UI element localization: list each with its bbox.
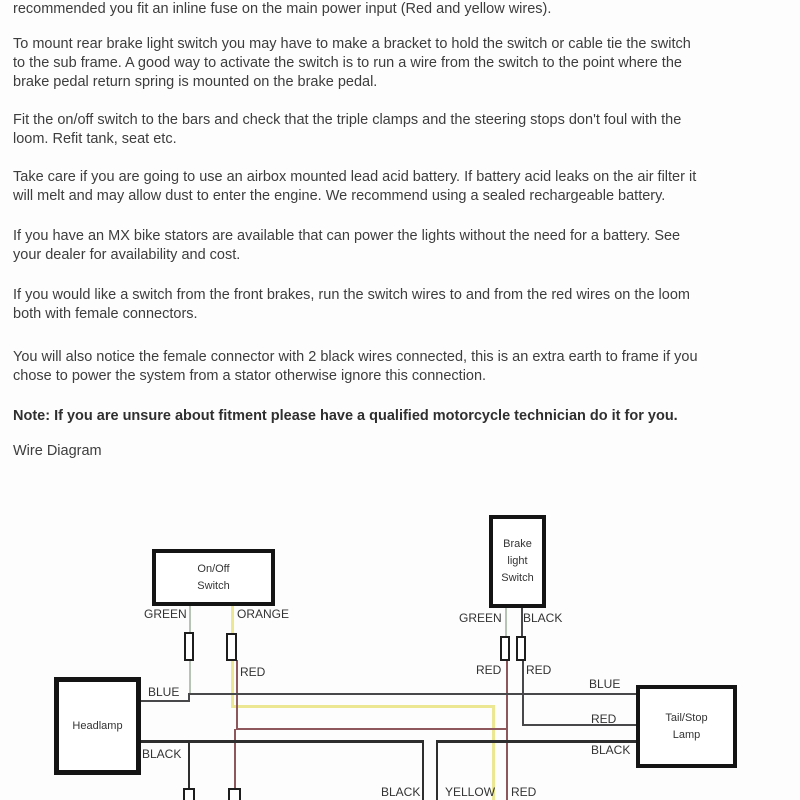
component-label: Lamp — [672, 728, 701, 741]
component-onoff-switch: On/Off Switch — [152, 549, 275, 606]
wire-label-blue-right: BLUE — [589, 677, 621, 691]
text-line: Wire Diagram — [13, 443, 102, 459]
wire-orange-stub — [231, 605, 234, 634]
component-label: Switch — [501, 572, 534, 584]
wire-label-black-brake: BLACK — [523, 611, 563, 625]
wire-red-tail-horizontal — [522, 724, 637, 726]
component-label: Brake — [503, 538, 532, 550]
component-brake-light-switch: Brake light Switch — [489, 515, 546, 608]
component-label: On/Off — [197, 562, 230, 575]
paragraph-front-brake-switch: If you would like a switch from the fron… — [13, 286, 780, 324]
connector-bottom-right — [228, 788, 241, 800]
paragraph-mx-stators: If you have an MX bike stators are avail… — [13, 227, 780, 265]
wire-yellow-vertical-upper — [231, 660, 234, 707]
wire-black-end-drop-left — [422, 741, 424, 800]
text-line: both with female connectors. — [13, 306, 198, 322]
wire-yellow-horizontal — [231, 705, 495, 708]
wire-red-onoff-horizontal — [236, 728, 508, 730]
wire-label-green-brake: GREEN — [459, 611, 502, 625]
text-line: loom. Refit tank, seat etc. — [13, 131, 177, 147]
text-line: Note: If you are unsure about fitment pl… — [13, 408, 678, 424]
wire-green-brake-stub — [505, 608, 507, 636]
text-line: Take care if you are going to use an air… — [13, 169, 697, 185]
text-line: your dealer for availability and cost. — [13, 247, 241, 263]
wire-blue-step — [188, 694, 190, 702]
wire-label-red-bottom: RED — [511, 785, 537, 799]
wire-red-drop-to-connector — [234, 729, 236, 789]
text-line: brake pedal return spring is mounted on … — [13, 74, 378, 90]
wire-label-red-brake-right: RED — [526, 663, 552, 677]
wire-black-earth-drop — [188, 742, 190, 789]
text-line: to the sub frame. A good way to activate… — [13, 55, 682, 71]
text-line: To mount rear brake light switch you may… — [13, 36, 691, 52]
component-headlamp: Headlamp — [54, 677, 141, 775]
wire-label-black-bottom: BLACK — [381, 785, 421, 799]
text-line: If you have an MX bike stators are avail… — [13, 228, 681, 244]
wire-green-onoff-lower — [189, 660, 191, 694]
component-label: Headlamp — [72, 719, 123, 732]
connector-onoff-orange — [226, 633, 237, 661]
wire-label-red-onoff: RED — [240, 665, 266, 679]
paragraph-fuse-note: recommended you fit an inline fuse on th… — [13, 0, 780, 19]
component-label: Switch — [197, 579, 230, 592]
wire-red-tail-vertical — [522, 660, 524, 726]
wire-black-right — [436, 740, 637, 743]
component-label: Tail/Stop — [665, 711, 708, 724]
paragraph-earth-connector: You will also notice the female connecto… — [13, 348, 780, 386]
wire-label-black-right: BLACK — [591, 743, 631, 757]
text-line: Fit the on/off switch to the bars and ch… — [13, 112, 682, 128]
wire-black-brake-stub — [521, 608, 523, 636]
wire-black-end-drop-right — [436, 741, 438, 800]
wire-blue-main — [188, 693, 637, 695]
connector-bottom-left — [183, 788, 195, 800]
component-tail-stop-lamp: Tail/Stop Lamp — [636, 685, 737, 768]
wire-diagram-heading: Wire Diagram — [13, 442, 780, 461]
text-line: recommended you fit an inline fuse on th… — [13, 1, 552, 17]
wire-black-left — [141, 740, 424, 743]
connector-brake-black — [516, 636, 526, 661]
text-line: If you would like a switch from the fron… — [13, 287, 690, 303]
wire-green-onoff-upper — [189, 605, 191, 633]
connector-brake-green — [500, 636, 510, 661]
wire-yellow-drop — [492, 705, 495, 800]
wire-label-yellow-bottom: YELLOW — [445, 785, 496, 799]
wire-label-orange: ORANGE — [237, 607, 290, 621]
component-label: light — [507, 555, 528, 567]
paragraph-fit-onoff-switch: Fit the on/off switch to the bars and ch… — [13, 111, 780, 149]
wire-label-green-onoff: GREEN — [144, 607, 187, 621]
connector-onoff-green — [184, 632, 194, 661]
text-line: chose to power the system from a stator … — [13, 368, 487, 384]
wire-label-red-brake-left: RED — [476, 663, 502, 677]
wire-red-brake-main-drop — [506, 660, 508, 800]
paragraph-mount-brake-switch: To mount rear brake light switch you may… — [13, 35, 780, 92]
text-line: will melt and may allow dust to enter th… — [13, 188, 666, 204]
wire-blue-headlamp-stub — [141, 700, 190, 702]
wire-label-blue-left: BLUE — [148, 685, 180, 699]
paragraph-note: Note: If you are unsure about fitment pl… — [13, 407, 780, 426]
paragraph-battery-care: Take care if you are going to use an air… — [13, 168, 780, 206]
text-line: You will also notice the female connecto… — [13, 349, 698, 365]
wire-label-black-left: BLACK — [142, 747, 182, 761]
wire-label-red-right: RED — [591, 712, 617, 726]
